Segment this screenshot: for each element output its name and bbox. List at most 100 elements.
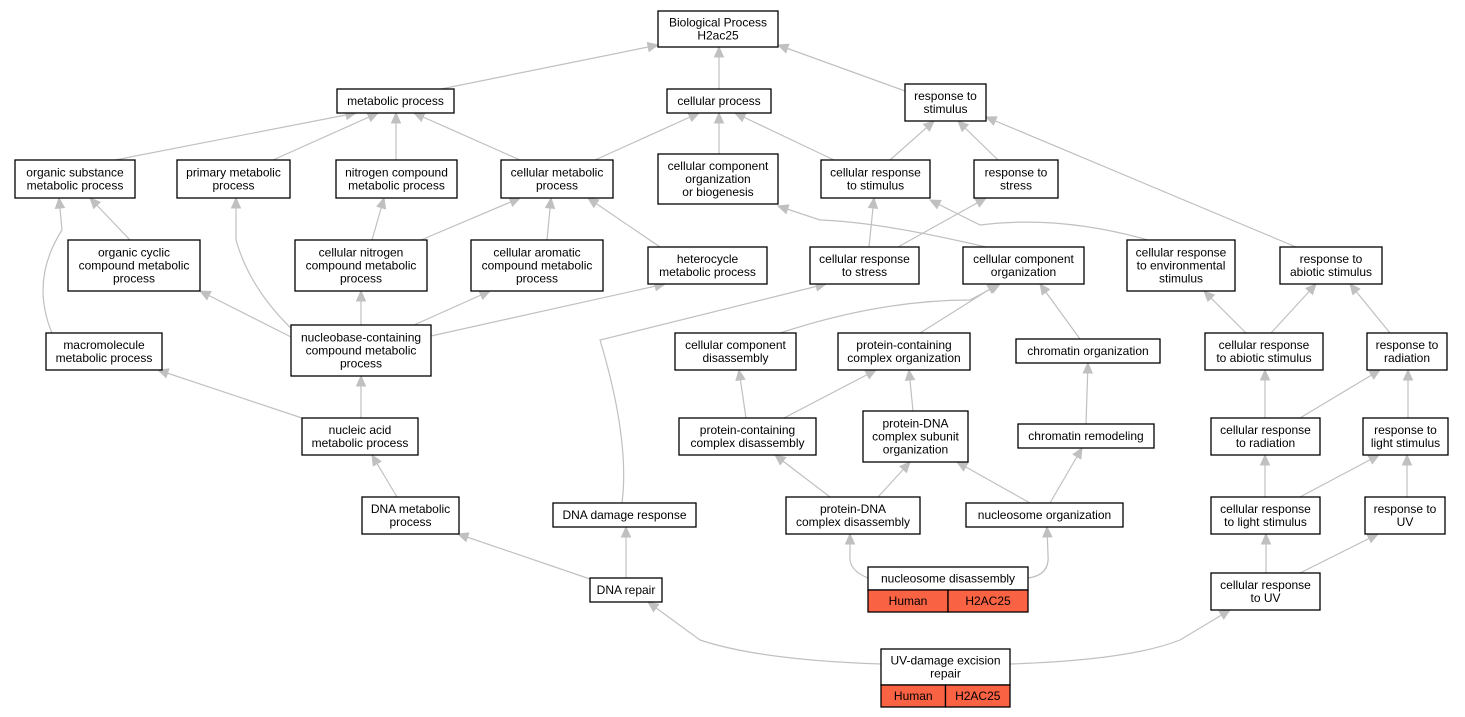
node-box	[500, 159, 614, 199]
node-label: nucleosome disassembly	[881, 572, 1015, 586]
node-box	[647, 246, 768, 285]
node-box	[176, 159, 291, 199]
go-node-chrom_remod[interactable]: chromatin remodeling	[1017, 423, 1155, 449]
edge-uv_repair-to-dna_repair	[647, 601, 882, 665]
go-node-chrom_org[interactable]: chromatin organization	[1015, 338, 1161, 364]
arrowhead-uv_repair-to-cell_resp_uv	[1218, 609, 1232, 620]
node-box	[1210, 496, 1321, 535]
annotation-gene: H2AC25	[955, 689, 1001, 703]
node-box	[294, 239, 428, 292]
edge-cc_disassembly-to-cco	[779, 283, 1001, 334]
edge-pc_disassembly-to-pc_org	[783, 369, 877, 419]
edge-cco-to-ccob	[777, 205, 987, 248]
node-box	[336, 88, 455, 114]
arrowhead-org_cyc-to-org_sub	[89, 197, 102, 210]
arrowhead-metabolic-to-bp	[646, 41, 660, 53]
go-node-metabolic[interactable]: metabolic process	[336, 88, 455, 114]
go-node-dna_repair[interactable]: DNA repair	[589, 577, 663, 603]
edge-nuc_disassembly-to-nuc_org	[1027, 526, 1049, 579]
node-box	[809, 246, 920, 285]
arrowhead-pc_org-to-cco	[986, 283, 1000, 295]
node-box	[1017, 423, 1155, 449]
node-box	[657, 10, 779, 48]
edge-cell_resp_uv-to-resp_uv	[1299, 533, 1379, 574]
arrowhead-cell_resp_rad-to-resp_rad	[1368, 369, 1382, 380]
edge-pc_org-to-cco	[919, 283, 999, 334]
arrowhead-cell_resp_rad-to-cell_resp_abiotic	[1259, 368, 1271, 381]
arrowhead-pc_disassembly-to-cc_disassembly	[735, 368, 746, 382]
edge-macro-to-org_sub	[42, 197, 63, 334]
arrowhead-dna_repair-to-dna_met	[456, 532, 470, 543]
arrowhead-nitro_met-to-metabolic	[390, 111, 402, 124]
node-box	[589, 577, 663, 603]
go-node-dna_damage[interactable]: DNA damage response	[552, 502, 697, 528]
edge-cell_resp_env-to-cell_resp_stim	[929, 199, 1149, 241]
edge-cell_nitro-to-cell_met	[420, 197, 521, 241]
edge-cell_met-to-metabolic	[413, 112, 521, 161]
edge-nucleobase-to-hetero	[430, 283, 666, 337]
go-node-nuc_org[interactable]: nucleosome organization	[965, 502, 1124, 528]
node-box	[862, 410, 969, 463]
edge-chrom_org-to-cco	[1039, 283, 1081, 340]
arrowhead-nuc_disassembly-to-nuc_org	[1042, 525, 1053, 538]
arrowhead-chrom_remod-to-chrom_org	[1082, 361, 1093, 374]
go-node-cellular[interactable]: cellular process	[666, 88, 772, 114]
node-box	[904, 83, 987, 122]
arrowhead-cell_resp_light-to-cell_resp_rad	[1259, 453, 1271, 466]
node-box	[470, 239, 604, 292]
edge-nuc_disassembly-to-pdna_disassembly	[849, 534, 869, 579]
arrowhead-prim_met-to-metabolic	[366, 112, 380, 123]
node-box	[973, 159, 1059, 199]
